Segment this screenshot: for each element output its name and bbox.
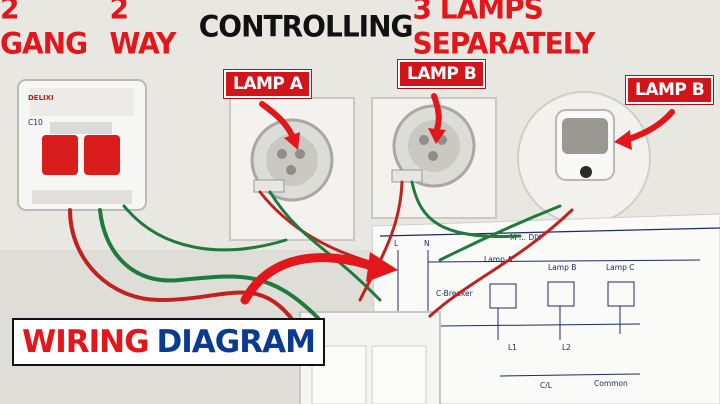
paper-lamp-c: Lamp C [606,263,634,272]
headline-3-lamps-separately: 3 LAMPS SEPARATELY [412,0,596,61]
paper-title: M ... DIY [510,233,541,242]
headline-controlling: CONTROLLING [198,8,414,44]
headline-2-gang: 2 GANG [0,0,88,61]
headline-2-way: 2 WAY [109,0,177,61]
label-lamp-b-middle: LAMP B [398,60,486,88]
caption-diagram: DIAGRAM [156,324,316,360]
label-lamp-b-right: LAMP B [626,76,714,104]
label-lamp-a: LAMP A [224,70,312,98]
lamp-b-middle-fixture [371,97,497,219]
paper-label-l: L [394,239,399,248]
paper-common: Common [594,379,628,388]
breaker-brand: DELIXI [28,94,54,102]
paper-cl: C/L [540,381,553,390]
paper-l2: L2 [562,343,571,352]
paper-lamp-a: Lamp A [484,255,513,264]
pointer-arrows [240,93,675,305]
circuit-breaker: DELIXI C10 [17,79,147,211]
paper-c-breaker: C-Breaker [436,289,474,298]
paper-l1: L1 [508,343,517,352]
paper-lamp-b: Lamp B [548,263,576,272]
breaker-rating: C10 [28,118,43,127]
wiring-diagram-caption: WIRING DIAGRAM [12,318,325,366]
lamp-a-fixture [229,97,355,241]
headline: 2 GANG 2 WAY CONTROLLING 3 LAMPS SEPARAT… [0,0,720,61]
caption-wiring: WIRING [22,324,150,360]
lamp-b-right-fixture [517,91,651,225]
paper-label-n: N [424,239,430,248]
